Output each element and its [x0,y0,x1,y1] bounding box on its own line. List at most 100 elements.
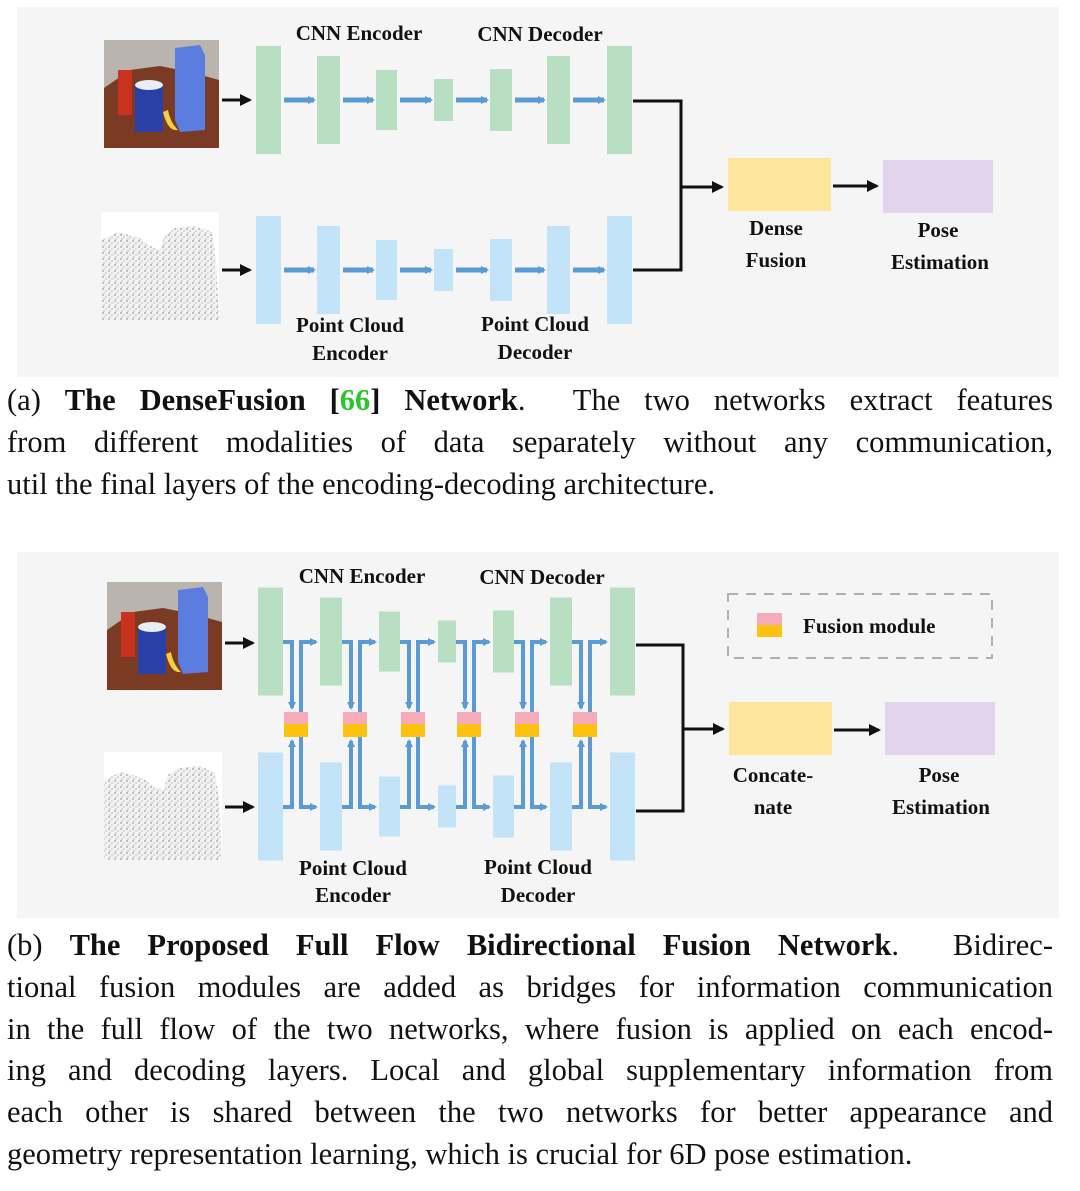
rgb-to-fusion-arrow-3 [400,640,413,710]
caption-b-line-5: each other is shared between the two net… [7,1095,1053,1130]
fusion-module-top [284,712,308,724]
fusion-module-bottom [573,724,597,737]
legend: Fusion module [727,593,993,659]
architecture-figure: CNN Encoder CNN Decoder Point Cloud Enco… [17,7,1059,918]
caption-a: (a) The DenseFusion [66] Network. The tw… [7,380,1053,505]
panel-b: Fusion module CNN Encoder CNN Decoder Po… [17,552,1059,918]
citation-link-66[interactable]: 66 [339,383,371,417]
point-cloud-layer-7 [610,752,635,861]
fusion-to-point-cloud-arrow-2 [358,737,377,811]
cnn-layer-6 [550,597,572,686]
cnn-layer-2 [317,56,340,144]
caption-a-line-3: util the final layers of the encoding-de… [7,466,715,501]
cnn-layer-4 [438,620,456,663]
bidirectional-fusion-bridges [283,638,608,811]
fusion-module-bottom [401,724,425,737]
rgb-to-fusion-arrow-6 [572,640,585,710]
pc-encoder-label-line2: Encoder [315,883,391,907]
fusion-module-4 [457,712,481,737]
concatenate-label-line1: Concate- [733,763,813,787]
fusion-to-point-cloud-arrow-4 [472,737,491,811]
pose-label-line2: Estimation [892,795,990,819]
caption-b-line-6: geometry representation learning, which … [7,1136,913,1171]
caption-a-line-1: (a) The DenseFusion [66] Network. The tw… [7,380,1053,422]
rgb-to-fusion-arrow-1 [283,640,296,710]
fusion-module-6 [573,712,597,737]
cnn-layer-1 [258,587,283,696]
fusion-module-bottom [284,724,308,737]
caption-b-title: The Proposed Full Flow Bidirectional Fus… [69,928,892,962]
caption-b-line-1: (b) The Proposed Full Flow Bidirectional… [7,925,1053,967]
legend-swatch-top [757,613,782,625]
point-cloud-layer-6 [550,762,572,851]
cnn-layer-1 [256,46,281,154]
rgb-to-fusion-arrow-5 [514,640,527,710]
caption-b-line-3: in the full flow of the two networks, wh… [7,1011,1053,1046]
cnn-layer-2 [320,597,342,686]
point-cloud-image [101,212,219,320]
point-cloud-to-fusion-arrow-2 [342,739,355,809]
rgb-scene-image [107,582,222,690]
fusion-module-3 [401,712,425,737]
caption-b-text: . Bidirec- [891,928,1053,962]
fusion-module-top [343,712,367,724]
fusion-module-2 [343,712,367,737]
dense-fusion-box [728,158,831,211]
caption-b-line-4: ing and decoding layers. Local and globa… [7,1053,1053,1088]
fusion-module-top [457,712,481,724]
cnn-layer-7 [607,46,632,154]
pc-encoder-label-line1: Point Cloud [296,313,404,337]
point-cloud-layer-5 [493,775,514,838]
cnn-decoder-label: CNN Decoder [479,565,604,589]
concatenate-label-line2: nate [754,795,793,819]
caption-b-prefix: (b) [7,928,70,962]
panel-a: CNN Encoder CNN Decoder Point Cloud Enco… [17,7,1059,377]
ref-bracket-close: ] [370,383,381,417]
fusion-to-rgb-arrow-3 [416,638,436,712]
point-cloud-layer-4 [434,249,453,291]
legend-swatch-bottom [757,625,782,637]
cnn-layer-5 [490,69,512,131]
point-cloud-image [104,752,222,860]
fusion-module-bottom [343,724,367,737]
cnn-decoder-label: CNN Decoder [477,22,602,46]
fusion-to-rgb-arrow-5 [530,638,548,712]
fusion-to-rgb-arrow-4 [472,638,491,712]
pose-estimation-box [883,160,993,213]
caption-a-prefix: (a) [7,383,65,417]
point-cloud-to-fusion-arrow-6 [572,739,585,809]
legend-label: Fusion module [803,614,935,638]
rgb-scene-image [104,40,219,148]
ref-bracket-open: [ [329,383,340,417]
rgb-to-fusion-arrow-4 [456,640,469,710]
cnn-encoder-label: CNN Encoder [296,21,423,45]
fusion-to-rgb-arrow-2 [358,638,377,712]
point-cloud-layer-2 [320,762,342,851]
caption-a-title-2: Network [380,383,518,417]
legend-border [727,593,993,659]
point-cloud-layer-5 [490,239,512,301]
layer-flow-arrows [284,96,606,274]
fusion-to-point-cloud-arrow-3 [416,737,436,811]
cnn-layer-3 [376,70,397,130]
fusion-module-5 [515,712,539,737]
fusion-to-point-cloud-arrow-5 [530,737,548,811]
caption-b-line-2: tional fusion modules are added as bridg… [7,969,1053,1004]
point-cloud-to-fusion-arrow-5 [514,739,527,809]
concatenate-box [729,702,832,755]
cnn-layer-5 [493,610,514,673]
cnn-layer-6 [547,56,570,144]
pose-label-line2: Estimation [891,250,989,274]
fusion-module-bottom [515,724,539,737]
caption-a-text: . The two networks extract features [517,383,1054,417]
point-cloud-layer-2 [317,226,340,314]
point-cloud-layers [256,216,632,324]
point-cloud-layer-7 [607,216,632,324]
dense-fusion-label-line1: Dense [749,216,803,240]
pc-decoder-label-line1: Point Cloud [481,312,589,336]
pc-decoder-label-line2: Decoder [501,883,576,907]
point-cloud-layer-3 [379,776,400,837]
cnn-encoder-label: CNN Encoder [299,564,426,588]
fusion-module-top [401,712,425,724]
cnn-layer-7 [610,587,635,696]
